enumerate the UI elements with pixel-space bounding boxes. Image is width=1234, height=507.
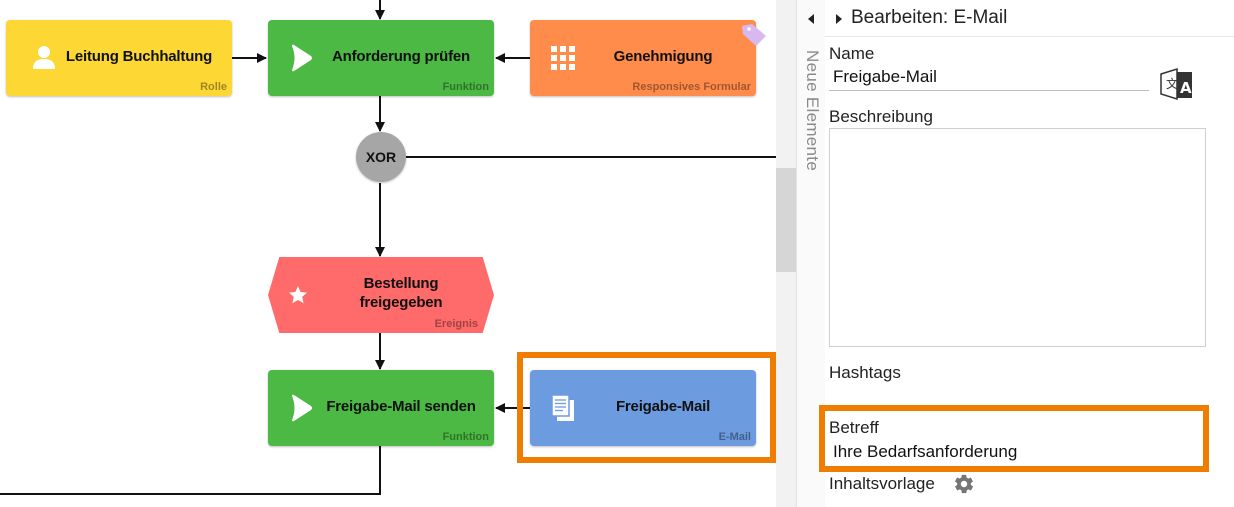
node-event-label-line1: Bestellung <box>363 275 439 292</box>
highlight-subject-field <box>819 405 1209 472</box>
panel-title: Bearbeiten: E-Mail <box>851 7 1008 28</box>
connectors <box>0 0 776 495</box>
person-icon <box>33 46 55 69</box>
document-icon <box>551 394 574 421</box>
grid-icon <box>551 46 575 70</box>
tag-icon <box>742 24 766 46</box>
name-label: Name <box>829 44 875 63</box>
node-send-type: Funktion <box>442 431 489 443</box>
highlight-email-node <box>517 352 776 463</box>
play-icon <box>292 394 312 422</box>
node-approval[interactable]: Genehmigung Responsives Formular <box>530 20 766 96</box>
node-send-label: Freigabe-Mail senden <box>326 398 476 415</box>
star-icon <box>289 286 307 304</box>
node-event[interactable]: Bestellung freigegeben Ereignis <box>268 257 494 333</box>
caret-right-icon <box>836 14 842 24</box>
node-check-label: Anforderung prüfen <box>331 48 471 65</box>
node-email-label: Freigabe-Mail <box>615 398 711 415</box>
svg-text:文: 文 <box>1166 76 1178 91</box>
connector-send-out <box>0 446 381 495</box>
description-textarea[interactable] <box>829 128 1206 347</box>
node-role-label: Leitung Buchhaltung <box>65 48 213 65</box>
subject-field[interactable]: Ihre Bedarfsanforderung <box>833 442 1018 461</box>
caret-left-icon[interactable] <box>806 13 816 25</box>
panel-header[interactable]: Bearbeiten: E-Mail <box>825 0 1234 37</box>
properties-panel: Bearbeiten: E-Mail Name Freigabe-Mail 文 … <box>819 0 1234 507</box>
new-elements-label[interactable]: Neue Elemente <box>803 50 822 172</box>
node-event-label-line2: freigegeben <box>359 294 443 311</box>
gear-icon[interactable] <box>953 473 975 495</box>
node-role[interactable]: Leitung Buchhaltung Rolle <box>6 20 232 96</box>
node-check[interactable]: Anforderung prüfen Funktion <box>268 20 494 96</box>
content-template-label: Inhaltsvorlage <box>829 474 935 493</box>
canvas-scrollbar-thumb[interactable] <box>776 168 796 272</box>
node-approval-type: Responsives Formular <box>632 81 751 93</box>
svg-text:A: A <box>1180 79 1192 97</box>
translate-icon[interactable]: 文 A <box>1159 66 1195 102</box>
name-value: Freigabe-Mail <box>833 67 937 86</box>
subject-label: Betreff <box>829 418 879 437</box>
name-field[interactable]: Freigabe-Mail <box>829 66 1149 91</box>
description-label: Beschreibung <box>829 107 933 126</box>
node-approval-label: Genehmigung <box>613 48 713 65</box>
process-canvas[interactable]: Leitung Buchhaltung Rolle Anforderung pr… <box>0 0 776 507</box>
node-email-type: E-Mail <box>718 431 751 443</box>
node-check-type: Funktion <box>442 81 489 93</box>
xor-gateway[interactable]: XOR <box>356 132 406 182</box>
hashtags-label: Hashtags <box>829 363 901 382</box>
node-email[interactable]: Freigabe-Mail E-Mail <box>530 370 756 446</box>
node-role-type: Rolle <box>200 81 227 93</box>
node-event-type: Ereignis <box>434 318 478 330</box>
play-icon <box>292 44 312 72</box>
node-send[interactable]: Freigabe-Mail senden Funktion <box>268 370 494 446</box>
